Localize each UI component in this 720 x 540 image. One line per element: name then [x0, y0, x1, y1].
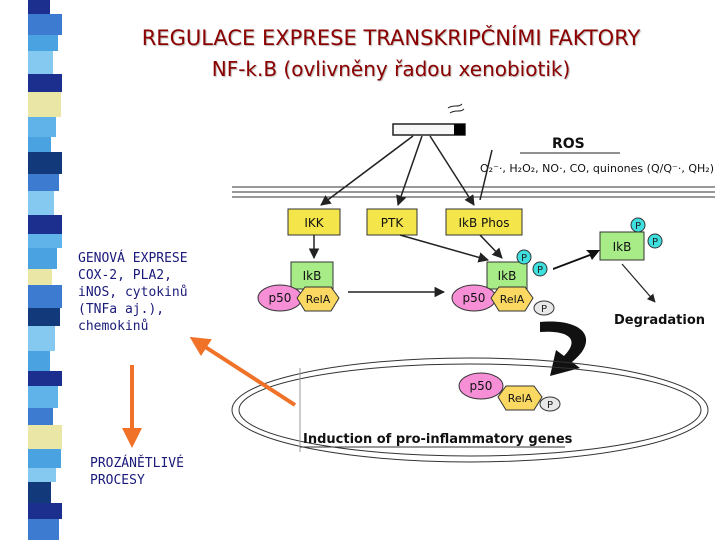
nfkb-complex-active: p50 RelA P: [458, 372, 561, 412]
stripe-block: [28, 35, 58, 51]
svg-text:PTK: PTK: [381, 216, 405, 230]
stripe-block: [28, 519, 59, 540]
stripe-block: [28, 191, 54, 215]
svg-text:RelA: RelA: [508, 392, 533, 405]
svg-text:IkB Phos: IkB Phos: [459, 216, 510, 230]
gene-expression-line: iNOS, cytokinů: [78, 285, 188, 300]
slide-subtitle: NF-k.B (ovlivněny řadou xenobiotik): [211, 57, 571, 81]
svg-text:IkB: IkB: [303, 269, 322, 283]
svg-text:IkB: IkB: [498, 269, 517, 283]
induction-label: Induction of pro-inflammatory genes: [303, 432, 573, 447]
svg-text:p50: p50: [269, 291, 292, 305]
gene-expression-line: (TNFa aj.),: [78, 302, 165, 317]
stripe-block: [28, 351, 50, 371]
membrane-receptor-icon: [392, 103, 466, 136]
slide-title: REGULACE EXPRESE TRANSKRIPČNÍMI FAKTORY: [141, 26, 641, 50]
dna-loop-icon: [231, 357, 709, 463]
process-line: PROCESY: [90, 473, 145, 488]
stripe-block: [28, 285, 62, 308]
activation-arrows: [320, 135, 493, 206]
svg-text:P: P: [537, 265, 543, 276]
gene-expression-arrow: [189, 336, 297, 407]
stripe-block: [28, 215, 62, 234]
stripe-block: [28, 326, 55, 351]
process-note: PROZÁNĚTLIVÉ PROCESY: [90, 455, 250, 489]
stripe-block: [28, 269, 52, 285]
process-line: PROZÁNĚTLIVÉ: [90, 456, 184, 471]
svg-text:IkB: IkB: [613, 240, 632, 254]
gene-expression-line: COX-2, PLA2,: [78, 268, 172, 283]
release-arrow-icon: [553, 250, 600, 270]
degradation-arrow: [621, 263, 656, 303]
stripe-block: [28, 137, 51, 152]
svg-text:P: P: [652, 237, 658, 248]
stripe-block: [28, 152, 62, 174]
ros-label: ROS: [552, 136, 585, 152]
gene-expression-line: chemokinů: [78, 319, 149, 334]
stripe-block: [28, 468, 56, 482]
stripe-block: [28, 174, 59, 191]
ptk-box: PTK: [366, 208, 418, 236]
gene-expression-note: GENOVÁ EXPRESE COX-2, PLA2, iNOS, cytoki…: [78, 250, 238, 335]
curved-arrow-icon: [540, 321, 587, 376]
svg-text:P: P: [635, 221, 641, 232]
decorative-stripe: [28, 0, 62, 540]
stripe-block: [28, 14, 62, 35]
svg-text:P: P: [541, 304, 547, 315]
svg-text:P: P: [521, 253, 527, 264]
ikb-released: IkB P P: [599, 217, 663, 261]
stripe-block: [28, 51, 53, 74]
stripe-block: [28, 482, 51, 503]
svg-text:P: P: [547, 400, 553, 411]
stripe-block: [28, 248, 57, 269]
cell-membrane: [232, 186, 715, 198]
ikk-box: IKK: [287, 208, 341, 236]
stripe-block: [28, 503, 62, 519]
stripe-block: [28, 425, 62, 449]
svg-text:p50: p50: [463, 291, 486, 305]
ros-species-label: O₂⁻·, H₂O₂, NO·, CO, quinones (Q/Q⁻·, QH…: [480, 163, 714, 175]
stripe-block: [28, 74, 62, 92]
stripe-block: [28, 234, 62, 248]
ikb-phos-box: IkB Phos: [445, 208, 523, 236]
stripe-block: [28, 386, 58, 408]
nfkb-complex-phosphorylated: IkB p50 RelA P P P: [451, 249, 555, 316]
svg-text:IKK: IKK: [304, 216, 324, 230]
stripe-block: [28, 0, 50, 14]
nfkb-complex-inactive: IkB p50 RelA: [257, 261, 340, 312]
svg-text:RelA: RelA: [306, 293, 331, 306]
degradation-label: Degradation: [614, 313, 705, 328]
stripe-block: [28, 408, 53, 425]
stripe-block: [28, 117, 56, 137]
svg-text:RelA: RelA: [500, 293, 525, 306]
kinase-arrows: [308, 234, 503, 263]
stripe-block: [28, 92, 61, 117]
stripe-block: [28, 449, 61, 468]
svg-text:p50: p50: [470, 379, 493, 393]
stripe-block: [28, 308, 60, 326]
gene-expression-line: GENOVÁ EXPRESE: [78, 251, 188, 266]
stripe-block: [28, 371, 62, 386]
